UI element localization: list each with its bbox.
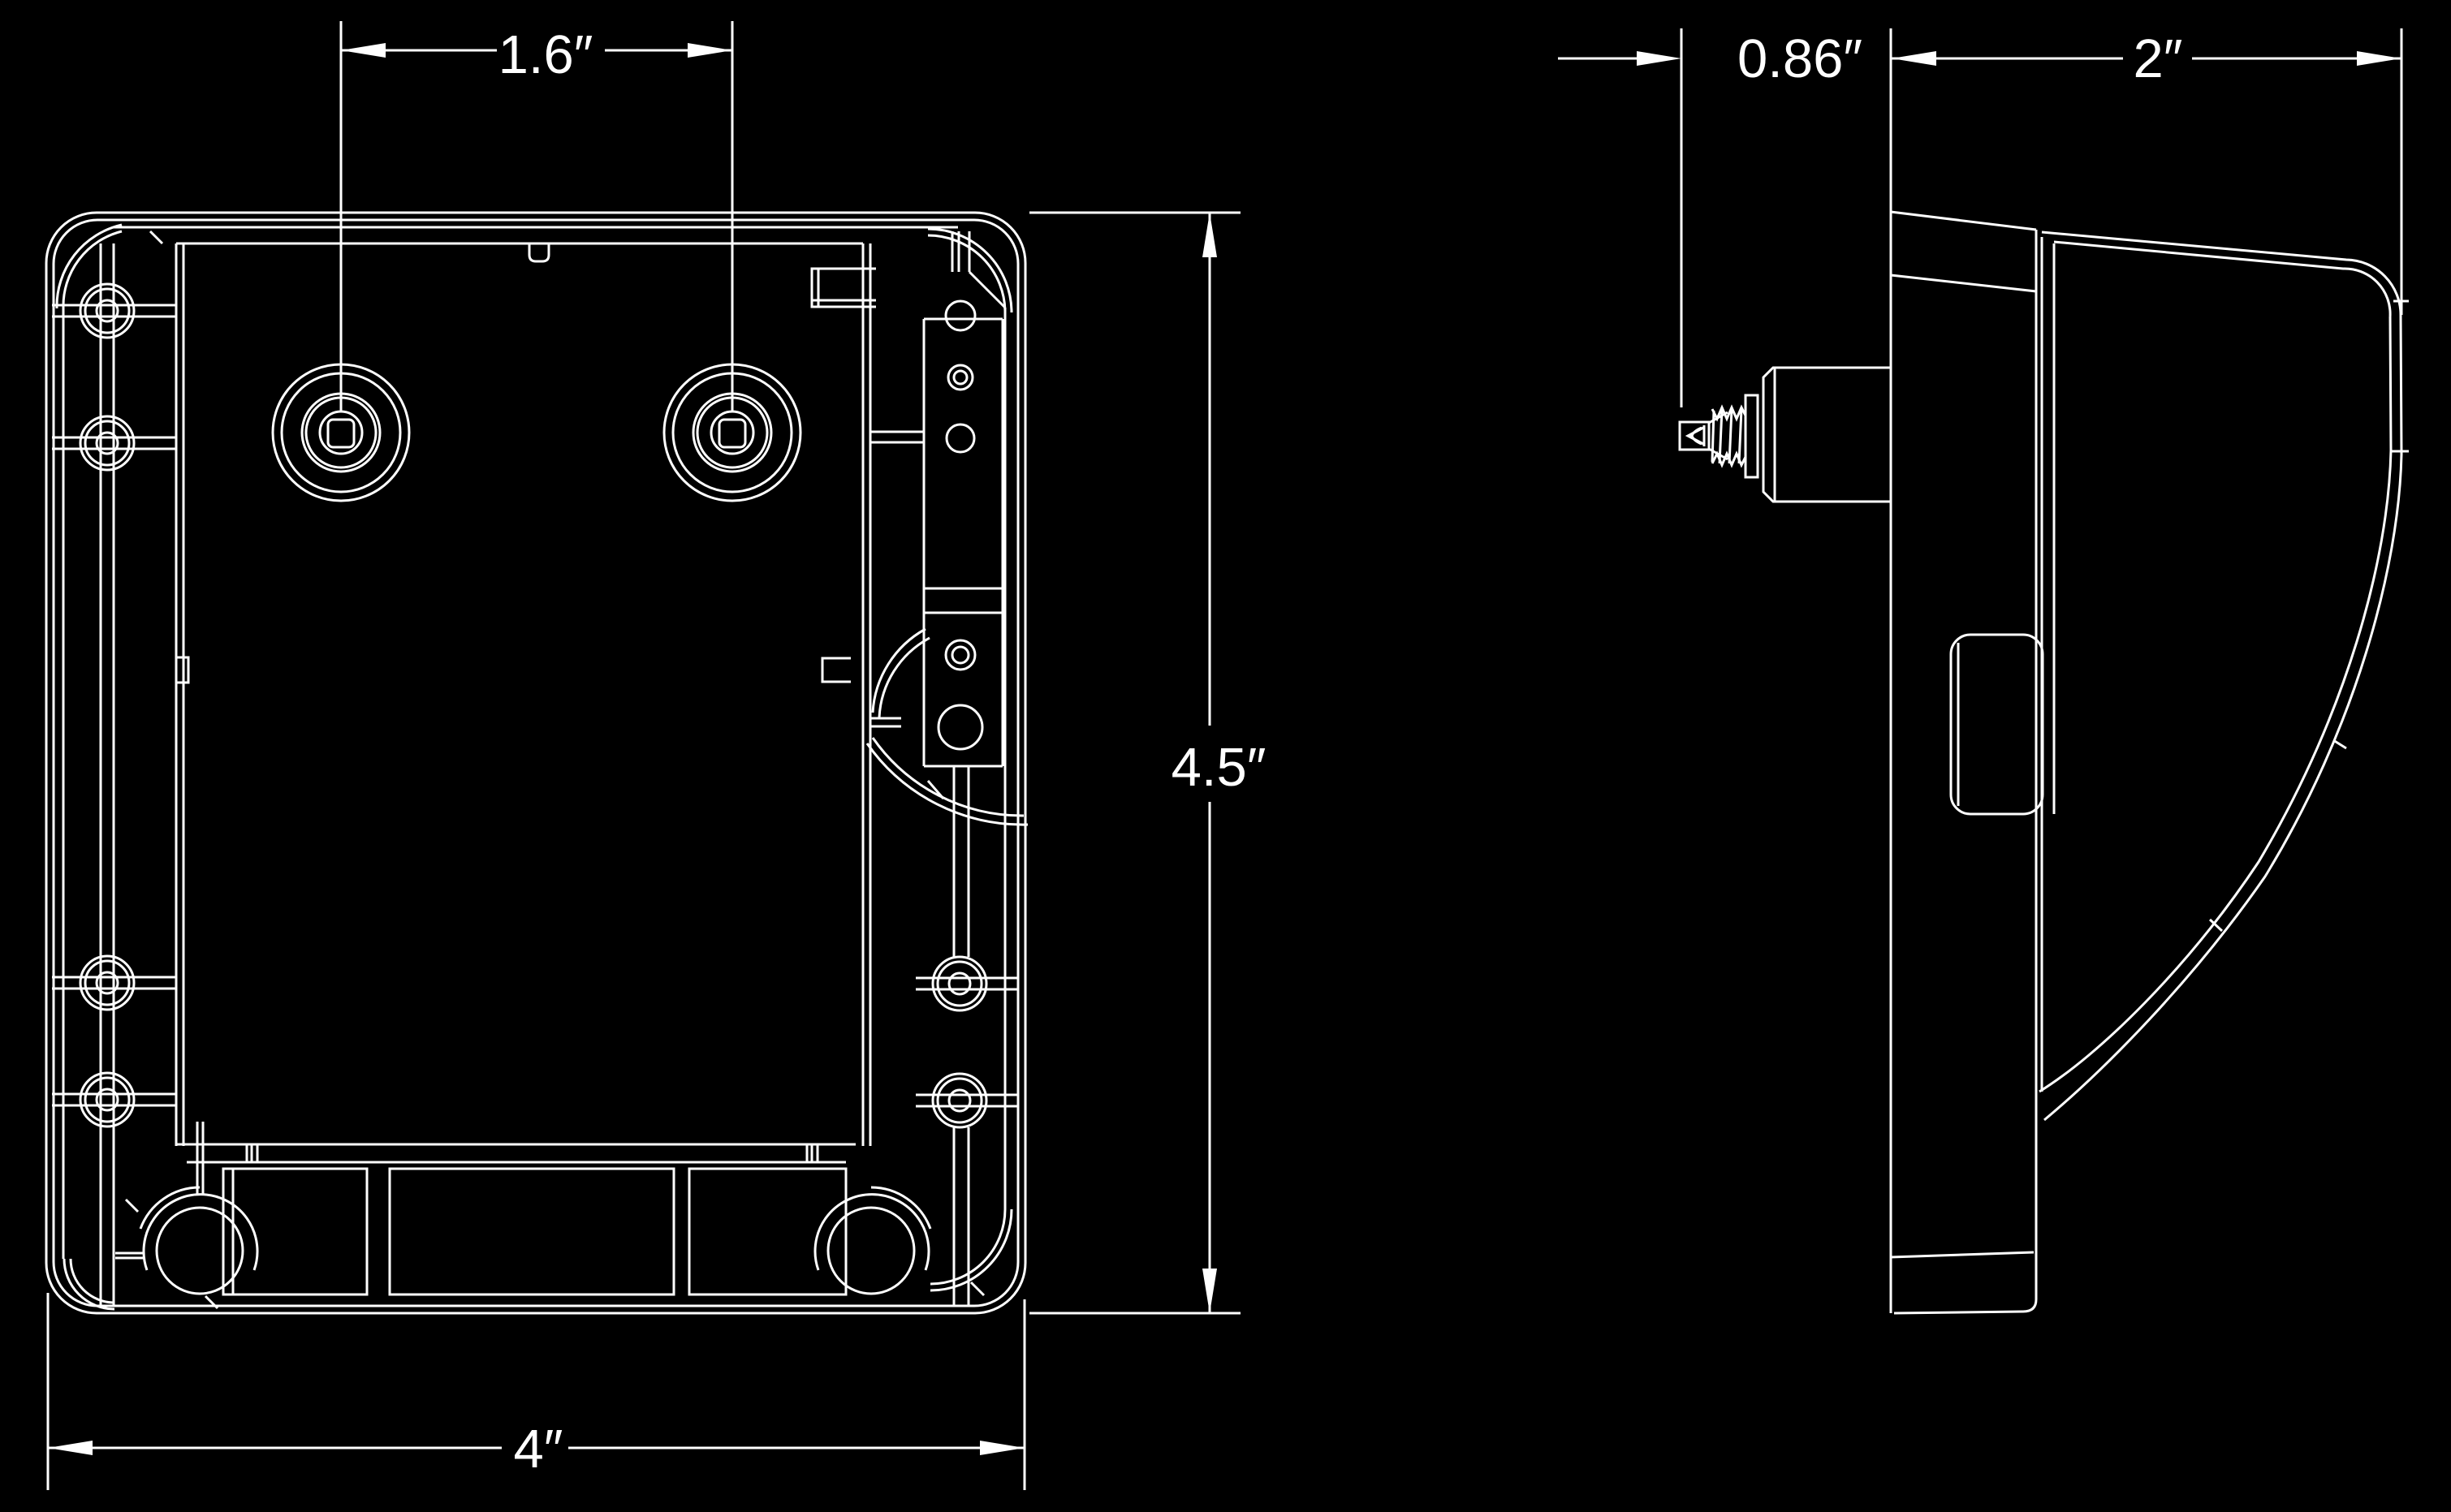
svg-text:0.86″: 0.86″: [1737, 28, 1862, 89]
svg-text:2″: 2″: [2134, 28, 2183, 89]
svg-text:4″: 4″: [514, 1419, 563, 1480]
svg-text:4.5″: 4.5″: [1172, 737, 1266, 798]
svg-text:1.6″: 1.6″: [498, 24, 593, 85]
